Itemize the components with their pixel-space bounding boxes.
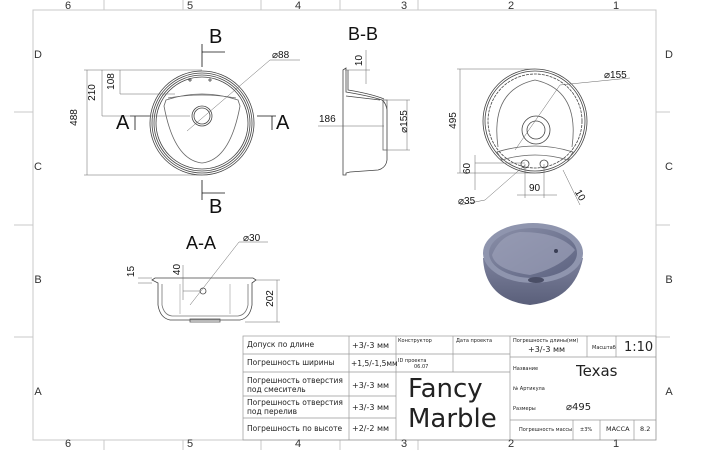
dim-495: 495 (447, 112, 459, 129)
size-label: Размеры (513, 406, 536, 412)
row-label: A (34, 386, 42, 398)
length-tolerance-label: Погрешность длины(мм) (513, 338, 579, 344)
row-label: A (665, 386, 673, 398)
dim-drain-diameter: ⌀88 (272, 50, 290, 61)
row-label: D (665, 49, 673, 61)
section-bb-view (318, 50, 410, 176)
dim-108: 108 (105, 73, 117, 90)
dim-186: 186 (319, 114, 336, 125)
tolerance-value: +3/-3 мм (352, 403, 390, 412)
brand-line-2: Marble (408, 404, 497, 434)
sink-3d-render (483, 223, 583, 305)
plan-view (84, 44, 300, 200)
project-id-value: 06.07 (414, 364, 429, 370)
row-label: D (34, 49, 42, 61)
tolerance-value: +1,5/-1,5мм (351, 359, 397, 368)
dim-holes-35: ⌀35 (458, 196, 476, 207)
dim-drain-155-rear: ⌀155 (604, 70, 627, 81)
dim-40: 40 (172, 263, 184, 276)
tolerance-label: Допуск по длине (247, 340, 315, 349)
project-id-label: ID проекта (398, 358, 427, 364)
scale-value: 1:10 (624, 340, 654, 355)
column-label: 4 (294, 0, 302, 12)
dim-15: 15 (126, 265, 138, 278)
row-label: C (34, 161, 42, 173)
dim-90: 90 (529, 183, 541, 194)
dim-210: 210 (86, 84, 98, 101)
row-label: B (665, 274, 673, 286)
column-label: 2 (507, 438, 515, 450)
tolerance-label: Погрешность ширины (247, 358, 335, 367)
section-aa-title: A-A (186, 233, 217, 253)
section-a-marker-right: A (276, 112, 290, 134)
length-tolerance-value: +3/-3 мм (528, 345, 566, 354)
article-number-label: № Артикула (513, 386, 545, 392)
column-label: 5 (186, 438, 194, 450)
row-label: B (34, 274, 42, 286)
rear-view (457, 68, 631, 206)
tolerance-label: Погрешность отверстия под перелив (247, 398, 343, 416)
scale-label: Масштаб (592, 345, 616, 351)
dim-overflow-30: ⌀30 (243, 233, 261, 244)
column-label: 6 (64, 0, 72, 12)
mass-tolerance-value: ±3% (580, 427, 593, 433)
product-name-label: Название (513, 366, 539, 372)
title-block-grid (242, 335, 657, 441)
row-label: C (665, 161, 673, 173)
column-label: 5 (186, 0, 194, 12)
designer-label: Конструктор (398, 338, 432, 344)
dim-10-rim: 10 (354, 54, 366, 67)
section-b-marker-top: B (209, 26, 223, 48)
mass-tolerance-label: Погрешность массы (519, 427, 573, 433)
column-label: 1 (612, 0, 620, 12)
tolerance-label: Погрешность отверстия под смеситель (247, 376, 343, 394)
column-label: 2 (507, 0, 515, 12)
column-label: 1 (612, 438, 620, 450)
column-label: 3 (400, 438, 408, 450)
tolerance-value: +3/-3 мм (352, 381, 390, 390)
size-value: ⌀495 (566, 402, 592, 413)
section-b-marker-bottom: B (209, 196, 223, 218)
column-label: 4 (294, 438, 302, 450)
dim-overall-length: 488 (68, 109, 80, 126)
dim-202: 202 (264, 290, 276, 307)
dim-drain-155: ⌀155 (398, 110, 410, 133)
project-date-label: Дата проекта (456, 338, 493, 344)
tolerance-label: Погрешность по высоте (247, 424, 343, 433)
tolerance-value: +3/-3 мм (352, 341, 390, 350)
section-aa-view (138, 241, 280, 323)
section-bb-title: B-B (348, 24, 379, 44)
dim-60: 60 (462, 162, 474, 175)
column-label: 6 (64, 438, 72, 450)
column-label: 3 (400, 0, 408, 12)
product-name-value: Texas (576, 362, 618, 380)
tolerance-value: +2/-2 мм (352, 424, 390, 433)
mass-label: МАССА (606, 425, 630, 433)
brand-line-1: Fancy (408, 374, 483, 404)
mass-value: 8.2 (640, 425, 651, 433)
section-a-marker-left: A (116, 112, 130, 134)
